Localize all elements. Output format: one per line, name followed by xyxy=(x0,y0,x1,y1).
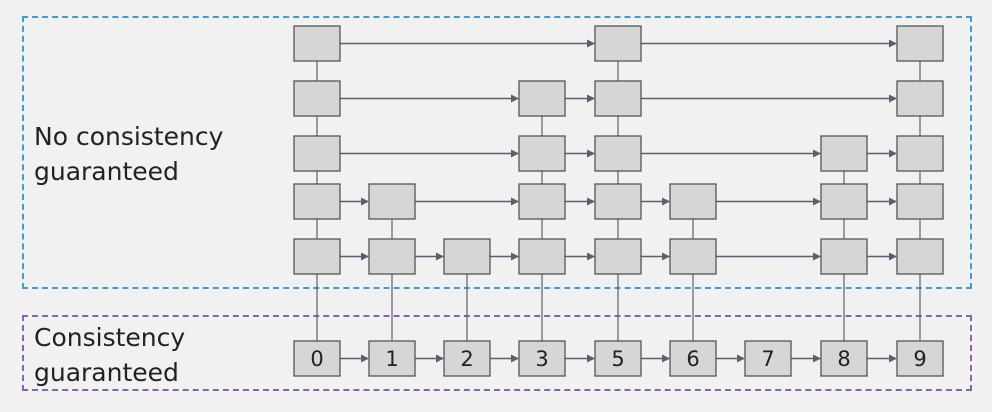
data-node: 6 xyxy=(669,340,717,377)
data-node: 3 xyxy=(518,340,566,377)
index-node xyxy=(594,238,642,275)
node-key-label: 3 xyxy=(535,347,548,371)
no-consistency-region xyxy=(22,16,972,289)
index-node xyxy=(293,25,341,62)
index-node xyxy=(518,135,566,172)
node-key-label: 7 xyxy=(761,347,774,371)
data-node: 2 xyxy=(443,340,491,377)
index-node xyxy=(669,238,717,275)
no-consistency-label: No consistency guaranteed xyxy=(34,122,224,186)
node-key-label: 1 xyxy=(385,347,398,371)
index-node xyxy=(896,25,944,62)
index-node xyxy=(293,80,341,117)
index-node xyxy=(896,80,944,117)
index-node xyxy=(820,183,868,220)
index-node xyxy=(518,80,566,117)
node-key-label: 9 xyxy=(913,347,926,371)
consistency-region xyxy=(22,315,972,391)
index-node xyxy=(443,238,491,275)
data-node: 8 xyxy=(820,340,868,377)
index-node xyxy=(594,183,642,220)
index-node xyxy=(368,238,416,275)
index-node xyxy=(293,238,341,275)
data-node: 1 xyxy=(368,340,416,377)
consistency-label: Consistency guaranteed xyxy=(34,323,186,387)
data-node: 0 xyxy=(293,340,341,377)
node-key-label: 5 xyxy=(611,347,624,371)
data-node: 9 xyxy=(896,340,944,377)
node-key-label: 2 xyxy=(460,347,473,371)
index-node xyxy=(594,25,642,62)
index-node xyxy=(293,183,341,220)
node-key-label: 6 xyxy=(686,347,699,371)
index-node xyxy=(518,183,566,220)
index-node xyxy=(820,238,868,275)
data-node: 5 xyxy=(594,340,642,377)
index-node xyxy=(896,238,944,275)
index-node xyxy=(293,135,341,172)
index-node xyxy=(820,135,868,172)
node-key-label: 8 xyxy=(837,347,850,371)
node-key-label: 0 xyxy=(310,347,323,371)
data-node: 7 xyxy=(744,340,792,377)
index-node xyxy=(594,135,642,172)
index-node xyxy=(896,183,944,220)
index-node xyxy=(896,135,944,172)
index-node xyxy=(368,183,416,220)
index-node xyxy=(669,183,717,220)
index-node xyxy=(518,238,566,275)
index-node xyxy=(594,80,642,117)
